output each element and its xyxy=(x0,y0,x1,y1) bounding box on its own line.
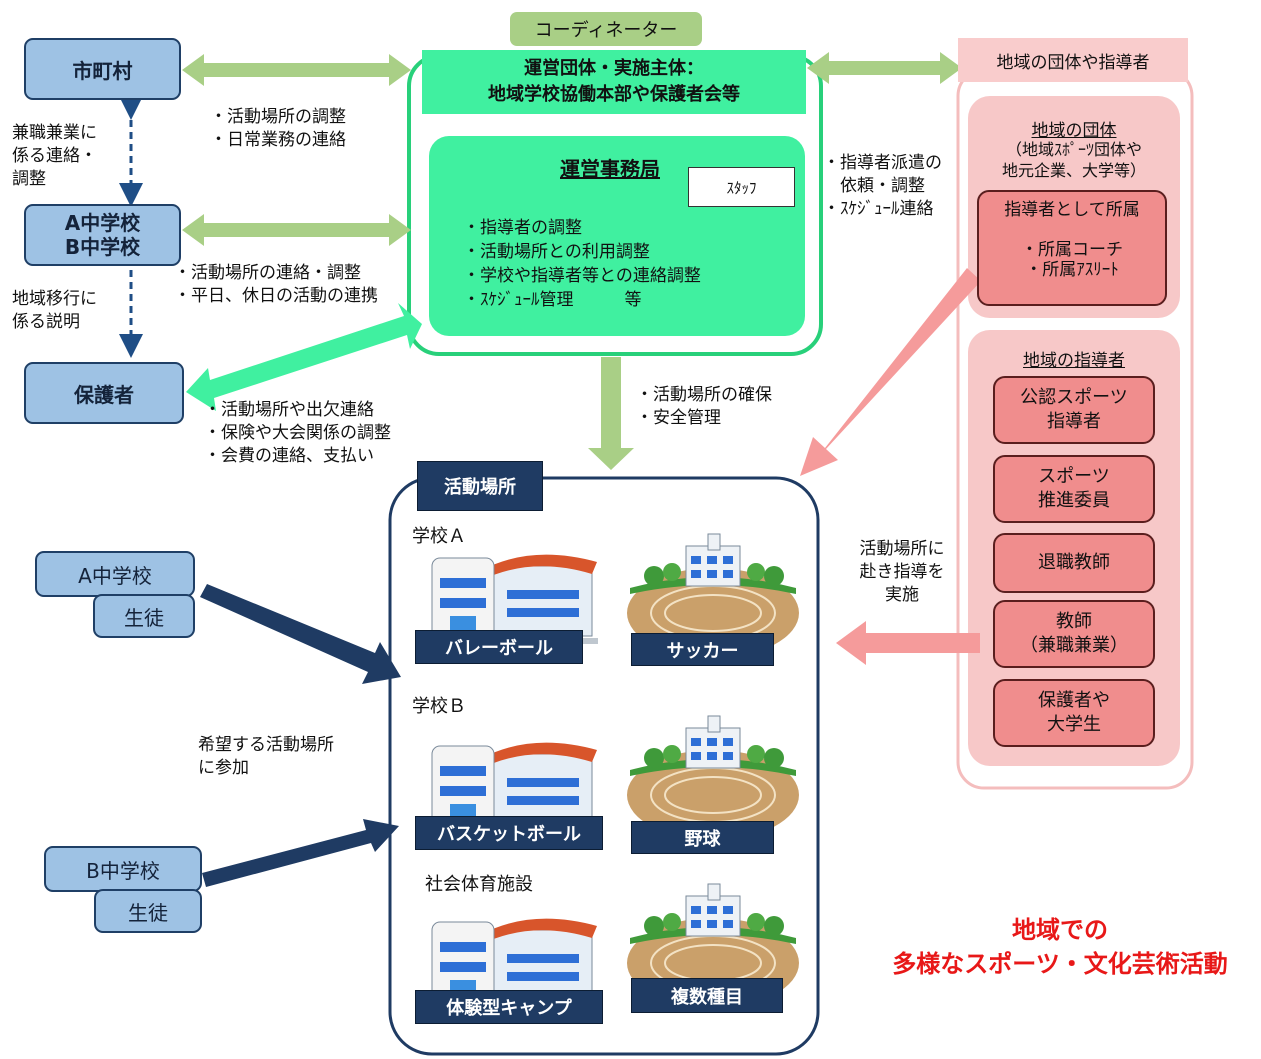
municipality-tasks: ・活動場所の調整 ・日常業務の連絡 xyxy=(210,107,346,150)
activity-camp: 体験型キャンプ xyxy=(415,990,603,1024)
municipality-box: 市町村 xyxy=(24,38,181,100)
school-b-label: 学校Ｂ xyxy=(412,696,466,717)
b-school-student-box: B中学校 xyxy=(44,846,202,892)
activity-soccer: サッカー xyxy=(631,633,774,666)
join-note: 希望する活動場所 に参加 xyxy=(198,735,334,778)
school-tasks: ・活動場所の連絡・調整 ・平日、休日の活動の連携 xyxy=(174,263,378,306)
regional-title: 地域の団体や指導者 xyxy=(958,38,1188,82)
guardian-tasks: ・活動場所や出欠連絡 ・保険や大会関係の調整 ・会費の連絡、支払い xyxy=(204,400,391,466)
coordinator-label: コーディネーター xyxy=(510,12,702,46)
community-facility-label: 社会体育施設 xyxy=(425,874,533,895)
a-student-box: 生徒 xyxy=(93,594,195,638)
groups-subtitle: （地域ｽﾎﾟｰﾂ団体や 地元企業、大学等） xyxy=(1001,140,1146,180)
groups-to-venues-arrow xyxy=(800,268,981,476)
office-title: 運営事務局 xyxy=(560,157,660,181)
activity-multi-sport: 複数種目 xyxy=(631,978,783,1013)
staff-box: ｽﾀｯﾌ xyxy=(688,167,795,207)
instructor-teacher: 教師 （兼職兼業） xyxy=(993,600,1155,668)
schools-box: A中学校 B中学校 xyxy=(24,204,181,266)
venue-duty-note: ・活動場所の確保 ・安全管理 xyxy=(636,385,772,428)
school-a-label: 学校Ａ xyxy=(412,526,466,547)
instructors-to-venues-arrow xyxy=(836,621,980,665)
a-school-student-box: A中学校 xyxy=(35,551,195,597)
municipality-org-arrow xyxy=(182,54,411,86)
affiliated-instructors-box: 指導者として所属 ・所属コーチ ・所属ｱｽﾘｰﾄ xyxy=(977,190,1167,306)
b-students-arrow xyxy=(202,819,399,887)
footer-headline: 地域での 多様なスポーツ・文化芸術活動 xyxy=(892,916,1228,978)
schools-org-arrow xyxy=(182,214,411,246)
instructors-title: 地域の指導者 xyxy=(1023,351,1125,371)
groups-title: 地域の団体 xyxy=(1031,121,1117,141)
org-venues-arrow xyxy=(588,357,634,470)
activity-basketball: バスケットボール xyxy=(415,816,603,850)
org-regional-arrow xyxy=(807,52,962,84)
dispatch-note: ・指導者派遣の 依頼・調整 ・ｽｹｼﾞｭｰﾙ連絡 xyxy=(823,153,942,219)
office-tasks: ・指導者の調整 ・活動場所との利用調整 ・学校や指導者等との連絡調整 ・ｽｹｼﾞ… xyxy=(463,218,701,310)
guardians-box: 保護者 xyxy=(24,362,184,424)
school-a-building xyxy=(428,554,598,644)
instructor-guardian-student: 保護者や 大学生 xyxy=(993,679,1155,747)
transition-note: 地域移行に 係る説明 xyxy=(12,289,97,332)
b-student-box: 生徒 xyxy=(94,889,202,933)
visit-note: 活動場所に 赴き指導を 実施 xyxy=(859,539,945,605)
activity-volleyball: バレーボール xyxy=(415,630,583,664)
dual-role-note: 兼職兼業に 係る連絡・ 調整 xyxy=(12,123,97,189)
instructor-certified: 公認スポーツ 指導者 xyxy=(993,376,1155,444)
venues-title: 活動場所 xyxy=(417,461,543,511)
instructor-promotion: スポーツ 推進委員 xyxy=(993,455,1155,523)
org-header: 運営団体・実施主体： 地域学校協働本部や保護者会等 xyxy=(422,50,806,114)
a-students-arrow xyxy=(200,584,401,684)
org-guardians-arrow xyxy=(186,303,422,411)
school-b-field xyxy=(627,715,799,840)
activity-baseball: 野球 xyxy=(631,821,774,854)
instructor-retired-teacher: 退職教師 xyxy=(993,533,1155,593)
